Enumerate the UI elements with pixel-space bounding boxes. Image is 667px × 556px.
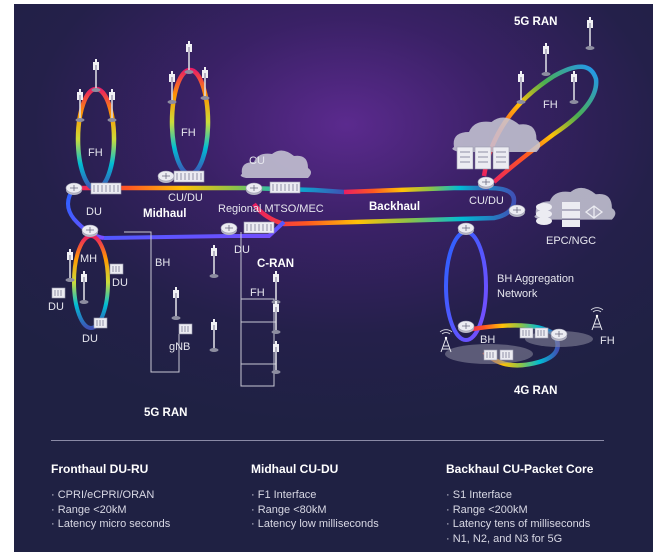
- label-cu: CU: [249, 155, 265, 167]
- 4g-rack-3: [519, 327, 534, 339]
- label-du-bottom: DU: [82, 333, 98, 345]
- legend-fronthaul-item: CPRI/eCPRI/ORAN: [51, 488, 170, 503]
- label-fh-cran: FH: [250, 287, 265, 299]
- label-epc-ngc: EPC/NGC: [546, 235, 596, 247]
- legend-midhaul-item: F1 Interface: [251, 488, 379, 503]
- mh-ring: [72, 234, 110, 330]
- antenna-4g-left: [439, 329, 453, 353]
- diagram-panel: 5G RAN FH FH FH DU CU/DU CU Midhaul Regi…: [14, 4, 653, 552]
- legend-backhaul-item: S1 Interface: [446, 488, 593, 503]
- legend-backhaul-item: Latency tens of milliseconds: [446, 517, 593, 532]
- router-cu-du-right: [477, 176, 495, 190]
- cran-rack: [243, 221, 275, 234]
- label-fh-mid: FH: [181, 127, 196, 139]
- fronthaul-ring-left: [75, 86, 117, 192]
- router-mtso: [245, 182, 263, 196]
- legend-divider: [51, 440, 604, 441]
- label-5g-ran-top: 5G RAN: [514, 16, 557, 28]
- router-mh: [81, 224, 99, 238]
- label-cu-du-left: CU/DU: [168, 192, 203, 204]
- 4g-rack-1: [483, 349, 498, 361]
- label-5g-ran-bottom: 5G RAN: [144, 407, 187, 419]
- label-4g-ran: 4G RAN: [514, 385, 557, 397]
- router-bh: [457, 320, 475, 334]
- legend-fronthaul-item: Range <20kM: [51, 503, 170, 518]
- router-cran: [220, 222, 238, 236]
- legend-backhaul-item: N1, N2, and N3 for 5G: [446, 532, 593, 547]
- bh-tree: [124, 231, 276, 387]
- cu-du-rack-left: [173, 170, 205, 183]
- legend-backhaul-item: Range <200kM: [446, 503, 593, 518]
- legend-backhaul-title: Backhaul CU-Packet Core: [446, 462, 594, 476]
- 4g-rack-4: [534, 327, 549, 339]
- network-diagram: 5G RAN FH FH FH DU CU/DU CU Midhaul Regi…: [48, 16, 616, 419]
- mtso-rack: [269, 181, 301, 194]
- legend-backhaul: Backhaul CU-Packet Core S1 Interface Ran…: [446, 462, 593, 546]
- label-fh-left: FH: [88, 147, 103, 159]
- label-du-left: DU: [86, 206, 102, 218]
- router-cu-du-left: [157, 170, 175, 184]
- cu-du-right-racks: [456, 146, 510, 170]
- du-far-left-box: [51, 287, 66, 299]
- label-backhaul: Backhaul: [369, 201, 420, 213]
- antenna-4g-right: [590, 307, 604, 331]
- fronthaul-ring-4g: [465, 323, 560, 368]
- label-bh-left: BH: [155, 257, 170, 269]
- legend-midhaul-title: Midhaul CU-DU: [251, 462, 339, 476]
- gnb-box: [178, 323, 193, 335]
- legend-fronthaul-title: Fronthaul DU-RU: [51, 462, 149, 476]
- router-4g-right: [550, 328, 568, 342]
- label-du-cran: DU: [234, 244, 250, 256]
- label-fh-4g: FH: [600, 335, 615, 347]
- label-mh: MH: [80, 253, 97, 265]
- mh-box: [109, 263, 124, 275]
- label-regional-mtso: Regional MTSO/MEC: [218, 203, 324, 215]
- fronthaul-ring-mid: [169, 67, 211, 177]
- label-cu-du-right: CU/DU: [469, 195, 504, 207]
- 4g-rack-2: [499, 349, 514, 361]
- label-bh-aggregation-1: BH Aggregation: [497, 273, 574, 285]
- router-du-left: [65, 182, 83, 196]
- label-bh-aggregation-2: Network: [497, 288, 538, 300]
- label-du-far-left: DU: [48, 301, 64, 313]
- label-midhaul: Midhaul: [143, 208, 186, 220]
- legend: Fronthaul DU-RU CPRI/eCPRI/ORAN Range <2…: [14, 440, 653, 552]
- legend-fronthaul-item: Latency micro seconds: [51, 517, 171, 532]
- label-du-mh: DU: [112, 277, 128, 289]
- label-cran: C-RAN: [257, 258, 294, 270]
- label-bh-right: BH: [480, 334, 495, 346]
- label-gnb: gNB: [169, 341, 190, 353]
- du-rack-left: [90, 182, 122, 195]
- legend-midhaul-item: Range <80kM: [251, 503, 379, 518]
- epc-servers: [536, 202, 604, 227]
- legend-fronthaul: Fronthaul DU-RU CPRI/eCPRI/ORAN Range <2…: [51, 462, 170, 532]
- label-fh-right: FH: [543, 99, 558, 111]
- legend-midhaul-item: Latency low milliseconds: [251, 517, 379, 532]
- legend-midhaul: Midhaul CU-DU F1 Interface Range <80kM L…: [251, 462, 379, 532]
- du-bottom-box: [93, 317, 108, 329]
- router-backhaul-right: [508, 204, 526, 218]
- router-bh-agg-top: [457, 222, 475, 236]
